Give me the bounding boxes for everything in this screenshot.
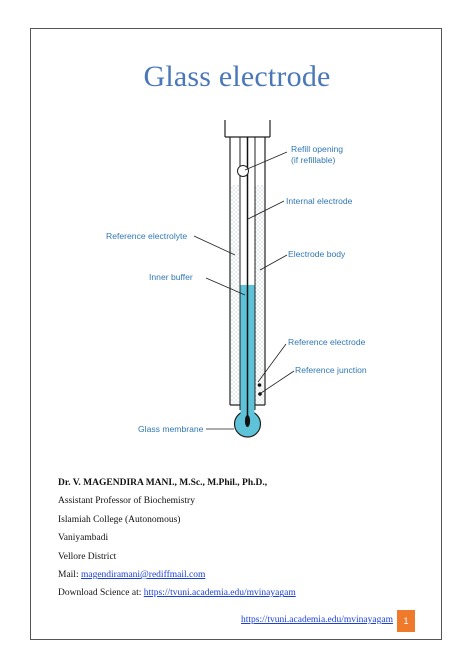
author-name: Dr. V. MAGENDIRA MANI., M.Sc., M.Phil., … (58, 478, 268, 488)
glass-electrode-diagram: Refill opening (if refillable) Internal … (106, 120, 367, 438)
label-reference-electrode: Reference electrode (288, 337, 366, 347)
leader-lines (193, 151, 295, 430)
download-line: Download Science at: https://tvuni.acade… (58, 584, 296, 602)
label-electrode-body: Electrode body (288, 249, 346, 259)
author-district: Vellore District (58, 551, 117, 562)
inner-tube (239, 137, 256, 410)
label-refill-opening-note: (if refillable) (291, 155, 336, 165)
author-city: Vaniyambadi (58, 533, 109, 544)
download-link[interactable]: https://tvuni.academia.edu/mvinayagam (143, 588, 296, 599)
mail-label: Mail: (58, 570, 81, 581)
label-inner-buffer: Inner buffer (149, 272, 193, 282)
author-block: Dr. V. MAGENDIRA MANI., M.Sc., M.Phil., … (58, 474, 296, 603)
author-mail-line: Mail: magendiramani@rediffmail.com (58, 566, 296, 584)
refill-opening (237, 165, 249, 177)
author-position: Assistant Professor of Biochemistry (58, 496, 195, 507)
internal-electrode-tip (244, 415, 251, 427)
mail-link[interactable]: magendiramani@rediffmail.com (80, 570, 206, 581)
author-college: Islamiah College (Autonomous) (58, 514, 181, 525)
page-number-badge: 1 (397, 610, 415, 632)
label-reference-electrolyte: Reference electrolyte (106, 231, 187, 241)
reference-electrolyte-fill (231, 185, 240, 404)
reference-electrolyte-fill-right (255, 185, 264, 404)
label-glass-membrane: Glass membrane (138, 424, 204, 434)
reference-electrode-mark (257, 383, 262, 387)
footer-link[interactable]: https://tvuni.academia.edu/mvinayagam (241, 615, 393, 625)
page-border (30, 28, 442, 640)
page-title: Glass electrode (143, 60, 331, 93)
reference-junction-mark (258, 392, 262, 396)
electrode-cap (224, 120, 271, 138)
label-refill-opening: Refill opening (291, 144, 343, 154)
label-internal-electrode: Internal electrode (286, 196, 353, 206)
download-label: Download Science at: (58, 588, 144, 599)
label-reference-junction: Reference junction (295, 365, 367, 375)
